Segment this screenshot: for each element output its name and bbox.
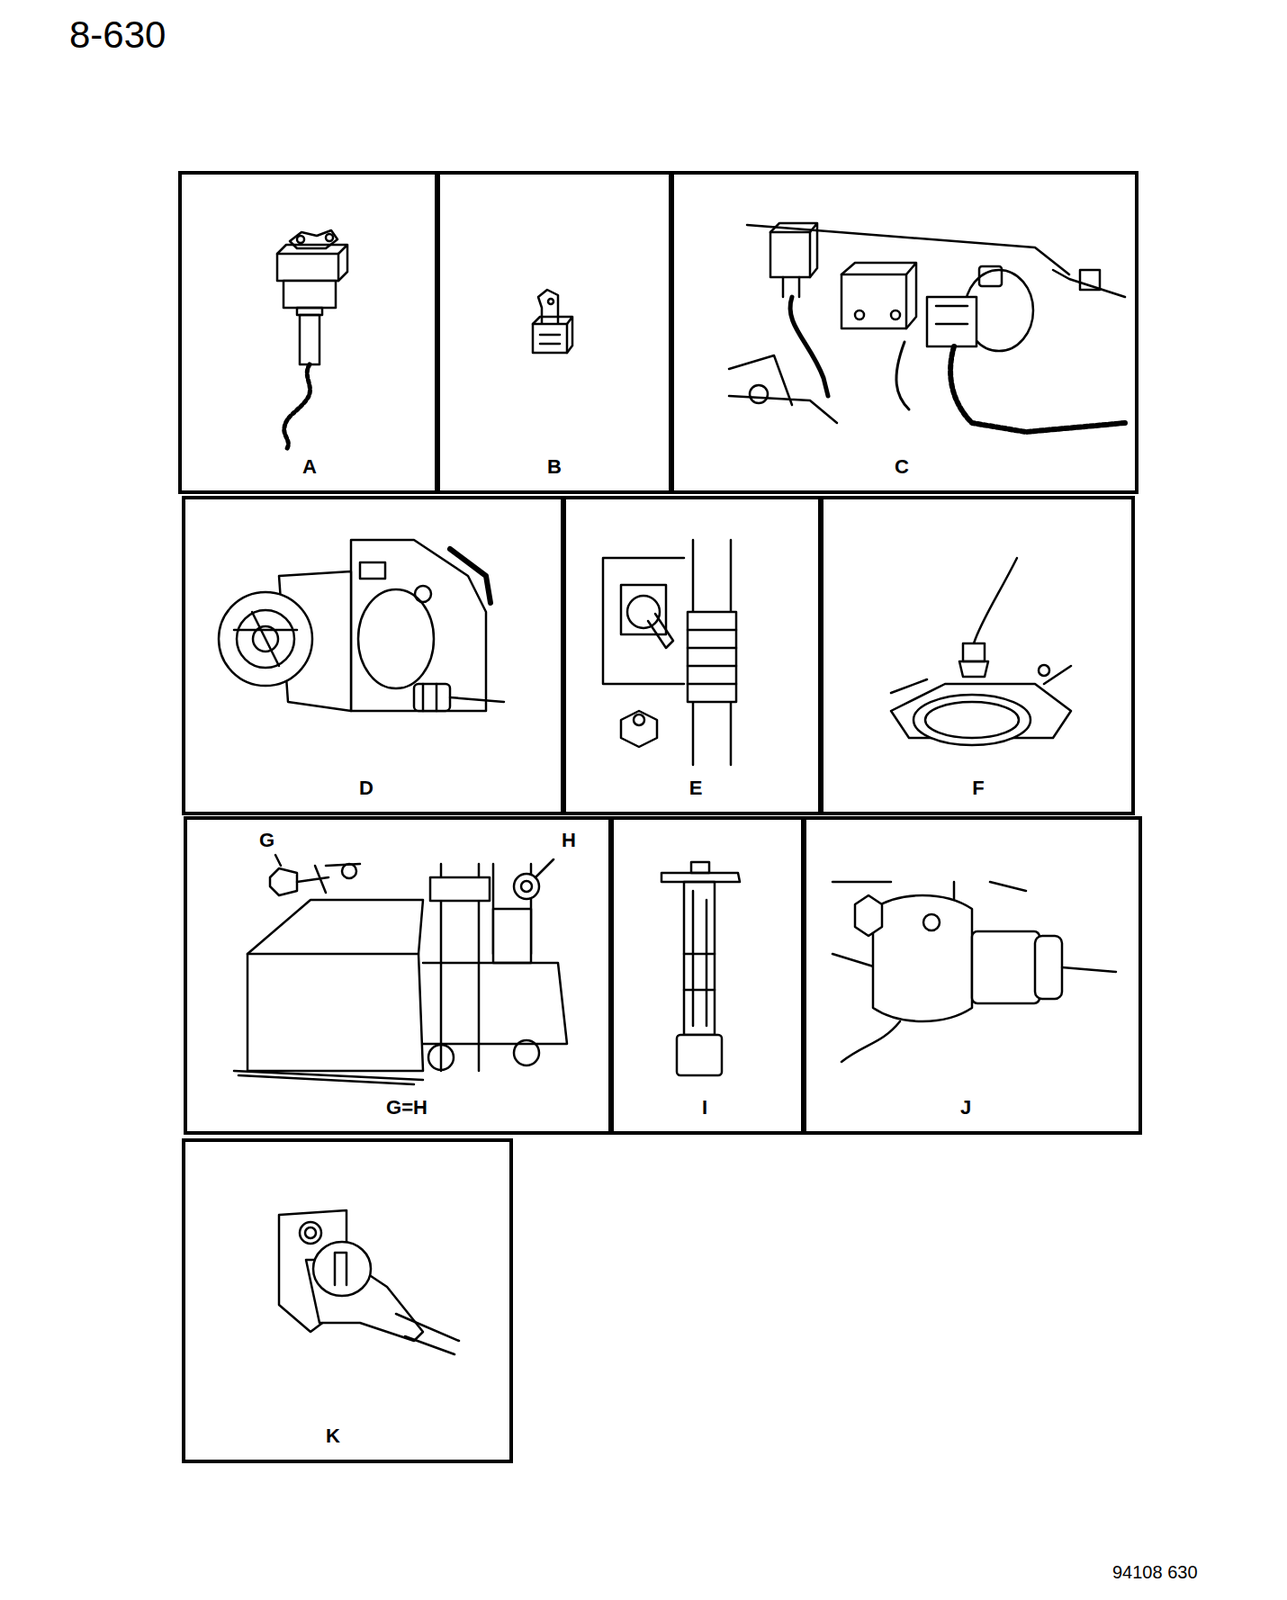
panel: E bbox=[562, 495, 822, 816]
sensor-f bbox=[891, 558, 1071, 746]
panel: B bbox=[436, 171, 673, 495]
page-number: 8-630 bbox=[69, 14, 166, 56]
panel-letter: K bbox=[324, 1425, 342, 1448]
panel: I bbox=[610, 816, 805, 1135]
panel-letter: G=H bbox=[384, 1097, 430, 1119]
panel: J bbox=[802, 816, 1143, 1135]
figure-number: 94108 630 bbox=[1112, 1562, 1198, 1583]
panel: F bbox=[819, 495, 1135, 816]
panel-letter: A bbox=[300, 456, 319, 478]
panel-letter: J bbox=[958, 1097, 973, 1119]
panel-letter: C bbox=[892, 456, 911, 478]
callout-letter: H bbox=[561, 829, 576, 852]
panel: D bbox=[181, 495, 565, 816]
panel: A bbox=[178, 171, 439, 495]
panel-letter: E bbox=[687, 777, 705, 800]
fuel-sender-i bbox=[661, 862, 740, 1076]
panel: K bbox=[181, 1138, 513, 1464]
panel-letter: B bbox=[545, 456, 564, 478]
panel-letter: F bbox=[970, 777, 986, 800]
sensor-a bbox=[277, 230, 348, 450]
panel: G=H bbox=[183, 816, 612, 1135]
callout-letter: G bbox=[259, 829, 275, 852]
switch-b bbox=[532, 289, 573, 353]
sensor-j bbox=[832, 882, 1116, 1062]
throttle-body-d bbox=[218, 540, 504, 711]
switch-e bbox=[603, 540, 737, 765]
panel-letter: D bbox=[357, 777, 376, 800]
sensor-k bbox=[279, 1210, 459, 1355]
engine-bay-c bbox=[729, 223, 1125, 432]
panel-letter: I bbox=[700, 1097, 710, 1119]
panel: C bbox=[670, 171, 1139, 495]
engine-block-gh bbox=[234, 855, 567, 1085]
